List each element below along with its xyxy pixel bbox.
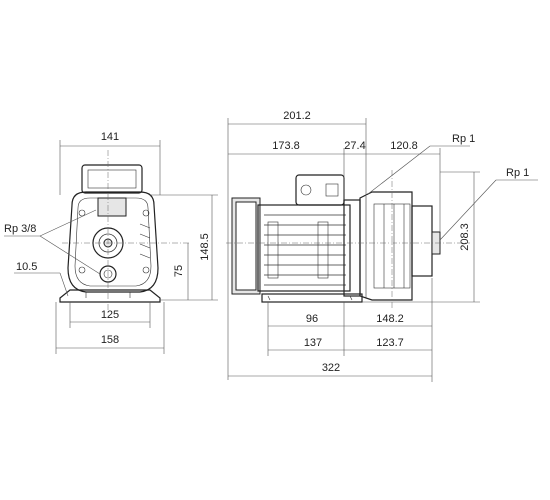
- port-drain-label: Rp 3/8: [4, 223, 36, 235]
- fin-block: [267, 221, 279, 279]
- dim-inlet-offset: 120.8: [390, 140, 418, 152]
- leader-rp38-tip-2: [39, 209, 97, 237]
- bolt-hole: [142, 209, 150, 217]
- port-outlet-label: Rp 1: [452, 133, 475, 145]
- dim-motor-length: 173.8: [272, 140, 300, 152]
- dim-pump-length: 123.7: [376, 337, 404, 349]
- bolt-hole: [78, 209, 86, 217]
- fan-cover-inner: [235, 201, 257, 291]
- front-foot: [59, 289, 161, 303]
- drain-plug-inner: [103, 269, 113, 279]
- leader-rp38-tip: [39, 235, 101, 275]
- front-view: [59, 150, 190, 310]
- bolt-hole: [142, 266, 150, 274]
- terminal-box: [81, 164, 143, 194]
- fin-block: [317, 221, 329, 279]
- dim-foot-inner: 125: [101, 309, 119, 321]
- dim-foot-thickness: 10.5: [16, 261, 37, 273]
- dim-pump-to-foot: 148.2: [376, 313, 404, 325]
- inlet-chamber: [411, 205, 433, 277]
- dim-height-total: 148.5: [199, 233, 211, 261]
- side-dimensions: 201.2 173.8 27.4 120.8 208.3 Rp 1 Rp 1 9…: [227, 110, 538, 382]
- dim-terminal-offset: 27.4: [344, 140, 365, 152]
- pump-body-inner: [74, 197, 152, 287]
- front-dimensions: 141 148.5 75 125 158 10.5 Rp 3/8: [4, 131, 218, 354]
- pump-head: [359, 191, 413, 301]
- leader-rp1-inlet-tip: [439, 179, 497, 241]
- side-terminal-box: [295, 174, 345, 206]
- dim-base-length: 137: [304, 337, 322, 349]
- side-foot: [261, 293, 363, 303]
- dim-foot-span: 96: [306, 313, 318, 325]
- dim-overall-length: 322: [322, 362, 340, 374]
- bolt-hole: [78, 266, 86, 274]
- terminal-cover: [325, 183, 339, 197]
- motor-flange: [343, 199, 361, 297]
- dim-foot-outer: 158: [101, 334, 119, 346]
- dim-width-top: 141: [101, 131, 119, 143]
- port-inlet-label: Rp 1: [506, 167, 529, 179]
- leader-10-5-tip: [59, 272, 69, 297]
- pump-body-outline: [67, 191, 159, 293]
- foot-bolt: [349, 295, 353, 301]
- foot-bolt: [267, 295, 271, 301]
- side-view: [226, 170, 470, 310]
- cooling-fins: [264, 214, 346, 286]
- cover-plate: [97, 197, 127, 217]
- dim-motor-plus-head: 201.2: [283, 110, 311, 122]
- dim-shaft-height: 75: [173, 265, 185, 277]
- rib-marks: [139, 223, 151, 259]
- terminal-box-inner: [87, 169, 137, 189]
- cable-gland: [300, 184, 312, 196]
- leader-rp1-outlet-tip: [367, 145, 431, 195]
- dim-outlet-height: 208.3: [459, 223, 471, 251]
